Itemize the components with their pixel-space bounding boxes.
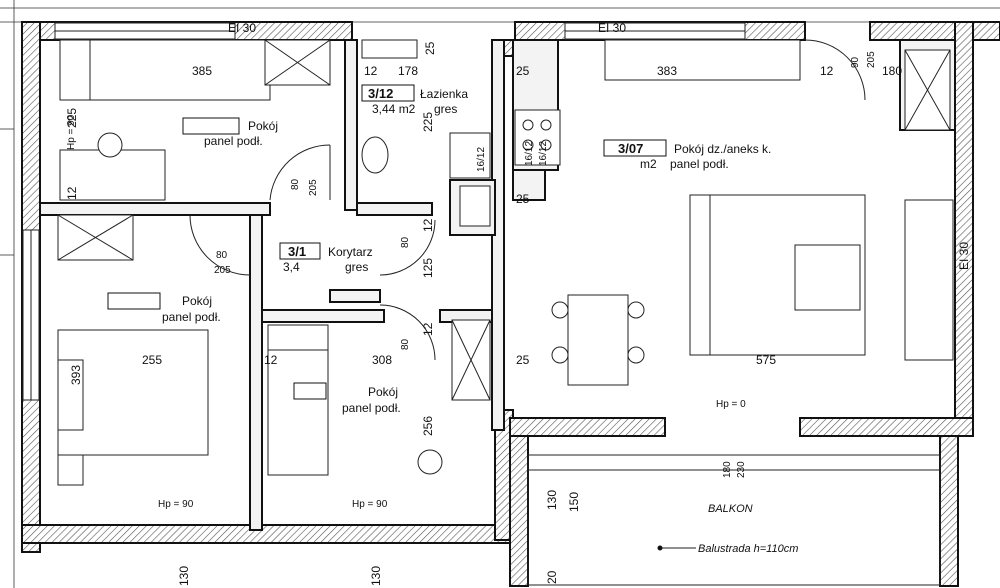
- room-finish: panel podł.: [342, 401, 401, 415]
- dim-16-12-a: 16/12: [476, 147, 487, 172]
- dim-575: 575: [756, 353, 776, 367]
- dim-230: 230: [736, 461, 747, 478]
- dim-16-12-b: 16/12: [524, 141, 535, 166]
- wall-labels: EI 30 EI 30 EI 30: [228, 21, 971, 270]
- room-finish: panel podł.: [204, 134, 263, 148]
- room-finish: gres: [345, 260, 368, 274]
- dim-130-a: 130: [545, 490, 559, 510]
- room-name: Korytarz: [328, 245, 373, 259]
- dim-225-b: 225: [421, 112, 435, 132]
- dim-256: 256: [421, 416, 435, 436]
- room-name: Łazienka: [420, 87, 468, 101]
- dim-20: 20: [545, 570, 559, 584]
- balcony-labels: BALKON Balustrada h=110cm: [657, 503, 798, 555]
- room-finish: panel podł.: [670, 157, 729, 171]
- dim-205-b: 205: [308, 179, 319, 196]
- dim-12-f: 12: [421, 322, 435, 336]
- dim-308: 308: [372, 353, 392, 367]
- hp-0: Hp = 0: [716, 399, 746, 410]
- balcony-area: [527, 454, 941, 586]
- windows: [22, 22, 746, 401]
- dim-25-b: 25: [516, 192, 530, 206]
- dim-80-b: 80: [216, 250, 228, 261]
- room-name: Pokój: [248, 119, 278, 133]
- room-finish: panel podł.: [162, 310, 221, 324]
- room-number: 3/07: [618, 141, 643, 156]
- dim-25-a: 25: [516, 64, 530, 78]
- room-name: Pokój: [182, 294, 212, 308]
- dim-150: 150: [567, 492, 581, 512]
- room-number: 3/1: [288, 244, 306, 259]
- room-name: Pokój dz./aneks k.: [674, 142, 771, 156]
- room-tag-living: 3/07 Pokój dz./aneks k. m2 panel podł.: [603, 139, 771, 171]
- room-area: 3,4: [283, 260, 300, 274]
- balcony-name: BALKON: [708, 503, 753, 515]
- dim-130-b: 130: [177, 566, 191, 586]
- dim-225-a: 225: [65, 108, 79, 128]
- dim-180: 180: [882, 64, 902, 78]
- room-area: 3,44 m2: [372, 102, 416, 116]
- room-tag-bottom-mid: Pokój panel podł.: [293, 382, 401, 415]
- hp-90-bottom-b: Hp = 90: [352, 499, 388, 510]
- furniture: [57, 39, 954, 486]
- dim-12-c: 12: [264, 353, 278, 367]
- wall-label-ei30-right: EI 30: [957, 242, 971, 270]
- dim-385: 385: [192, 64, 212, 78]
- wall-label-ei30-top-left: EI 30: [228, 21, 256, 35]
- room-tag-corridor: 3/1 Korytarz 3,4 gres: [279, 242, 373, 274]
- dim-178: 178: [398, 64, 418, 78]
- room-area: m2: [640, 157, 657, 171]
- dim-255: 255: [142, 353, 162, 367]
- hp-90-left: Hp = 90: [66, 114, 77, 150]
- wall-label-ei30-top-right: EI 30: [598, 21, 626, 35]
- dimension-labels: 385 178 383 180 12 12 12 12 12 12 25 25 …: [65, 41, 902, 586]
- dim-383: 383: [657, 64, 677, 78]
- dim-90-a: 90: [850, 56, 861, 68]
- dim-130-c: 130: [369, 566, 383, 586]
- dim-205-a: 205: [866, 51, 877, 68]
- room-tag-top-left: Pokój panel podł.: [182, 117, 278, 148]
- dim-12-a: 12: [364, 64, 378, 78]
- room-name: Pokój: [368, 385, 398, 399]
- dim-12-e: 12: [421, 218, 435, 232]
- dim-80-c: 80: [400, 236, 411, 248]
- dim-80-a: 80: [290, 178, 301, 190]
- dim-205-c: 205: [214, 265, 231, 276]
- dim-393: 393: [69, 365, 83, 385]
- dim-12-d: 12: [65, 186, 79, 200]
- dim-80-d: 80: [400, 338, 411, 350]
- dim-16-12-c: 16/12: [538, 141, 549, 166]
- hp-90-bottom-a: Hp = 90: [158, 499, 194, 510]
- dim-12-b: 12: [820, 64, 834, 78]
- room-tag-bathroom: 3/12 Łazienka 3,44 m2 gres: [361, 84, 468, 116]
- dim-125: 125: [421, 258, 435, 278]
- room-finish: gres: [434, 102, 457, 116]
- room-number: 3/12: [368, 86, 393, 101]
- dim-25-c: 25: [516, 353, 530, 367]
- door-swings: [189, 39, 866, 361]
- room-tag-mid-left: Pokój panel podł.: [107, 292, 221, 324]
- dim-25-d: 25: [423, 41, 437, 55]
- dim-180-b: 180: [722, 461, 733, 478]
- railing-label: Balustrada h=110cm: [698, 543, 798, 555]
- height-labels: Hp = 90 Hp = 90 Hp = 90 Hp = 0: [66, 114, 746, 510]
